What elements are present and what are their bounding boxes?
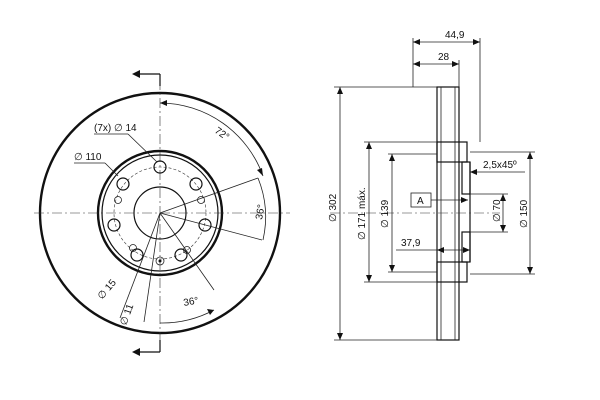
angle-72-label: 72°: [212, 125, 231, 143]
side-view: [330, 38, 535, 341]
pilot-hole: [183, 246, 191, 254]
section-arrow-top: [132, 70, 161, 86]
small-hole-label: ∅ 15: [96, 277, 119, 302]
angle-36-bottom-label: 36°: [183, 295, 200, 308]
max-diameter-label: ∅ 171 máx.: [357, 187, 368, 240]
holes-label: (7x) ∅ 14: [94, 123, 137, 134]
bolt-circle-label: ∅ 110: [74, 152, 102, 163]
pilot-hole: [114, 196, 122, 204]
front-view: [34, 70, 290, 356]
pilot-hole: [129, 244, 137, 252]
total-width-label: 44,9: [445, 30, 465, 41]
bolt-hole: [130, 248, 144, 262]
bolt-hole: [189, 177, 203, 191]
angle-arc-36-right: [257, 177, 266, 241]
hat-section-upper: [436, 141, 468, 163]
hat-diameter-label: ∅ 139: [380, 199, 391, 228]
hub-width-label: 28: [438, 52, 450, 63]
angle-36-right-label: 36°: [254, 204, 267, 221]
bolt-hole: [116, 177, 130, 191]
pilot-hole: [155, 256, 165, 266]
bolt-hole: [107, 218, 121, 232]
outer-diameter-label: ∅ 302: [328, 193, 339, 222]
hub-plate-upper: [461, 161, 471, 195]
radial-line: [119, 212, 161, 319]
hub-diameter-label: ∅ 150: [519, 199, 530, 228]
bolt-hole: [198, 218, 212, 232]
radial-line: [159, 212, 263, 241]
hub-plate-lower: [461, 231, 471, 263]
bolt-hole: [174, 248, 188, 262]
angle-arc-72: [159, 102, 264, 177]
bolt-holes: [107, 160, 212, 266]
offset-label: 37,9: [401, 238, 421, 249]
pilot-hole-label: ∅ 11: [118, 302, 136, 327]
center-bore-label: ∅ 70: [492, 199, 503, 222]
pilot-hole-center: [158, 259, 162, 263]
section-arrow-bottom: [132, 340, 161, 356]
datum-label: A: [417, 196, 424, 207]
radial-line: [143, 212, 161, 323]
angle-arc-36-bottom: [159, 309, 215, 324]
friction-ring-section: [436, 86, 460, 341]
chamfer-label: 2,5x45º: [483, 160, 517, 171]
hat-section-lower: [436, 261, 468, 283]
radial-line: [159, 212, 215, 291]
leader-holes: [127, 133, 158, 163]
radial-line: [159, 177, 259, 214]
bolt-hole: [153, 160, 167, 174]
leader-bolt-circle: [104, 162, 119, 177]
